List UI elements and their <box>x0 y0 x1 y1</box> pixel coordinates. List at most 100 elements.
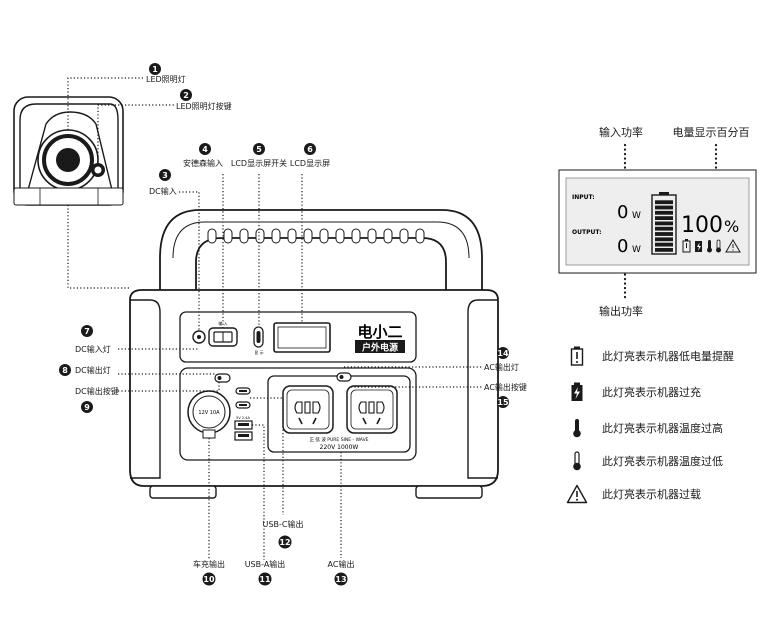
car-port-label: 12V 10A <box>198 410 220 416</box>
callout-10: 10 车充输出 <box>193 559 225 586</box>
callout-7-label: DC输入灯 <box>75 344 111 354</box>
brand-sub-badge: 户外电源 <box>355 340 405 354</box>
battery-segment <box>655 237 673 242</box>
ac-socket-left <box>282 385 334 434</box>
lcd-output-power-title: 输出功率 <box>599 304 643 318</box>
callout-10-number: 10 <box>203 575 215 584</box>
callout-2-number: 2 <box>183 91 189 100</box>
callout-8-number: 8 <box>62 366 68 375</box>
battery-segment <box>655 232 673 236</box>
callout-15-number: 15 <box>497 398 509 407</box>
callout-12-label: USB-C输出 <box>263 519 304 529</box>
handle-ribs <box>207 228 425 244</box>
lcd-battery-bar-icon <box>651 192 677 255</box>
legend-text-high-temp: 此灯亮表示机器温度过高 <box>602 422 723 435</box>
lcd-overcharge-icon <box>695 241 702 252</box>
ac-socket-right <box>346 385 398 434</box>
callout-5: 5 LCD显示屏开关 <box>231 143 287 168</box>
battery-segment <box>655 226 673 231</box>
callout-13-label: AC输出 <box>328 559 355 569</box>
lcd-screen-device <box>273 322 331 353</box>
callout-13: 13 AC输出 <box>328 559 355 586</box>
callout-3-label: DC输入 <box>149 186 177 196</box>
lcd-high-temp-icon <box>707 240 712 253</box>
callout-7-number: 7 <box>84 327 90 336</box>
callout-12: 12 USB-C输出 <box>263 519 304 549</box>
power-station-body <box>129 209 499 499</box>
callout-14-number: 14 <box>497 349 509 358</box>
lcd-input-power-title: 输入功率 <box>599 125 643 139</box>
callout-11-label: USB-A输出 <box>245 559 286 569</box>
lcd-battery-segments <box>655 200 673 252</box>
lcd-input-value: 0 <box>617 202 628 223</box>
input-small-label: 输 入 <box>218 320 227 326</box>
lcd-low-temp-icon <box>716 239 721 253</box>
low-battery-icon <box>566 346 588 366</box>
callout-6: 6 LCD显示屏 <box>290 143 330 168</box>
callout-15-label: AC输出按键 <box>484 382 527 392</box>
callout-3-number: 3 <box>162 171 168 180</box>
lcd-status-icons <box>682 239 741 253</box>
callout-5-number: 5 <box>256 145 262 154</box>
lcd-low-battery-icon <box>682 239 691 253</box>
lcd-percent-value: 100 <box>681 213 723 238</box>
callout-10-label: 车充输出 <box>193 559 225 569</box>
battery-segment <box>655 248 673 252</box>
battery-segment <box>655 205 673 210</box>
lcd-output-value: 0 <box>617 236 628 257</box>
callout-5-label: LCD显示屏开关 <box>231 158 287 168</box>
callout-9-label: DC输出按键 <box>75 386 119 396</box>
callout-4-number: 4 <box>202 145 208 154</box>
callout-11-number: 11 <box>259 575 271 584</box>
battery-segment <box>655 210 673 215</box>
legend-row-high-temp: 此灯亮表示机器温度过高 <box>566 418 723 438</box>
callout-7: 7 DC输入灯 <box>75 325 111 354</box>
callout-9-number: 9 <box>84 403 90 412</box>
legend-text-overload: 此灯亮表示机器过载 <box>602 488 701 501</box>
callout-1-number: 1 <box>152 65 158 74</box>
usb-a-ports: 5V 2.4A <box>234 416 253 441</box>
brand-name: 电小二 <box>357 323 402 341</box>
lcd-switch-button: 显 示 <box>253 326 264 355</box>
callout-9: 9 DC输出按键 <box>75 386 119 413</box>
dc-input-port <box>192 330 206 344</box>
overload-icon <box>566 484 588 504</box>
callout-8: 8 DC输出灯 <box>59 364 111 376</box>
callout-14: 14 AC输出灯 <box>484 347 519 372</box>
lcd-input-unit: W <box>632 211 641 221</box>
lcd-output-unit: W <box>632 245 641 255</box>
legend-row-overcharge: 此灯亮表示机器过充 <box>566 382 701 402</box>
legend-row-low-temp: 此灯亮表示机器温度过低 <box>566 451 723 471</box>
lcd-percent-sign: % <box>724 217 739 236</box>
lcd-output-label: OUTPUT: <box>572 229 602 236</box>
callout-13-number: 13 <box>335 575 346 584</box>
battery-segment <box>655 242 673 247</box>
callout-6-label: LCD显示屏 <box>290 159 330 168</box>
callout-8-label: DC输出灯 <box>75 365 111 375</box>
callout-3: 3 DC输入 <box>149 169 177 196</box>
callout-4-label: 安德森输入 <box>183 158 223 168</box>
high-temp-icon <box>566 418 588 438</box>
sine-wave-label: 正 弦 波 PURE SINE - WAVE <box>310 436 369 443</box>
callout-6-number: 6 <box>307 145 313 154</box>
anderson-input-port: 输 入 <box>208 320 238 347</box>
usb-c-ports <box>235 387 251 409</box>
usb-a-small-label: 5V 2.4A <box>236 416 250 420</box>
callout-2-label: LED照明灯按键 <box>176 101 232 111</box>
callout-1: 1 LED照明灯 <box>146 63 186 84</box>
legend-row-low-battery: 此灯亮表示机器低电量提醒 <box>566 346 734 366</box>
battery-segment <box>655 200 673 205</box>
lcd-battery-percent-title: 电量显示百分百 <box>673 126 750 139</box>
callout-15: 15 AC输出按键 <box>484 382 527 408</box>
callout-12-number: 12 <box>279 538 290 547</box>
car-charger-port: 12V 10A <box>187 390 231 439</box>
lcd-input-label: INPUT: <box>572 194 595 201</box>
battery-segment <box>655 221 673 226</box>
brand-subname: 户外电源 <box>362 342 398 354</box>
callout-14-label: AC输出灯 <box>484 362 519 372</box>
battery-segment <box>655 216 673 220</box>
callout-1-label: LED照明灯 <box>146 74 186 84</box>
lcd-overload-icon <box>725 239 741 253</box>
socket-rating-label: 220V 1000W <box>320 444 359 451</box>
